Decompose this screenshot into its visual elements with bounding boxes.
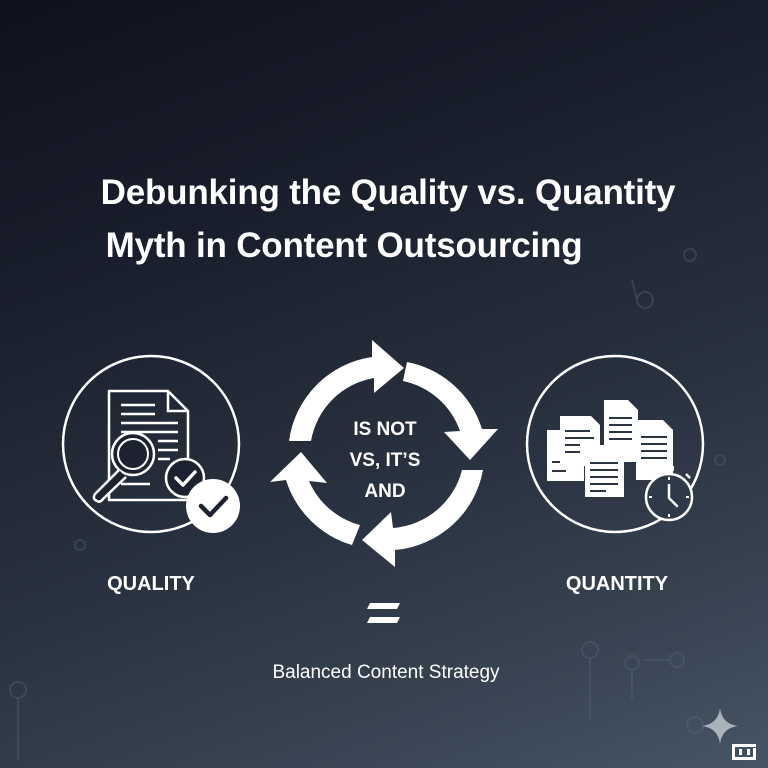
balanced-strategy-label: Balanced Content Strategy xyxy=(272,662,500,683)
cycle-arrows-icon xyxy=(270,340,498,567)
equals-icon xyxy=(367,603,400,623)
quantity-label: QUANTITY xyxy=(565,573,669,595)
center-text-line-3: AND xyxy=(364,481,406,502)
quality-label: QUALITY xyxy=(107,573,195,595)
sparkle-logo-icon xyxy=(702,708,756,760)
page-title-line-2: Myth in Content Outsourcing xyxy=(105,226,583,265)
center-text-line-1: IS NOT xyxy=(353,419,417,440)
document-magnifier-check-icon xyxy=(61,354,241,534)
documents-stopwatch-icon xyxy=(525,354,705,534)
center-text-line-2: VS, IT’S xyxy=(349,450,421,471)
page-title-line-1: Debunking the Quality vs. Quantity xyxy=(100,173,676,212)
